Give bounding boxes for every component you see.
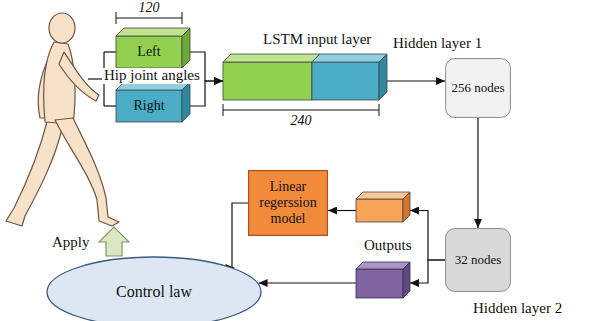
dimension-label: 120 bbox=[139, 1, 160, 16]
layer-box: LSTM input layer bbox=[223, 54, 387, 100]
connector-arrow bbox=[477, 118, 478, 228]
node-content bbox=[223, 62, 379, 100]
connector-arrow bbox=[410, 211, 445, 261]
connector-arrow bbox=[232, 203, 248, 268]
front-arm bbox=[59, 52, 99, 101]
node-content: Control law bbox=[46, 256, 262, 321]
process-box: Linear regerssion model bbox=[248, 170, 328, 236]
dimension-label: 240 bbox=[291, 114, 312, 129]
node-text: 256 nodes bbox=[451, 81, 504, 96]
layer-box: 32 nodesHidden layer 2 bbox=[445, 228, 511, 292]
connector-arrow bbox=[328, 210, 356, 211]
signal-label: Hip joint angles bbox=[102, 68, 202, 84]
node-content: Left bbox=[116, 36, 182, 68]
layer-box: 256 nodesHidden layer 1 bbox=[445, 58, 511, 118]
control-ellipse: Control law bbox=[46, 256, 262, 321]
output-box-outline bbox=[356, 192, 410, 222]
torso bbox=[44, 42, 75, 124]
node-text: Right bbox=[133, 98, 164, 114]
walking-person bbox=[6, 13, 119, 226]
node-content bbox=[356, 199, 403, 222]
action-label: Apply bbox=[52, 235, 90, 251]
node-text: 32 nodes bbox=[455, 253, 502, 268]
connector-arrow bbox=[190, 81, 223, 106]
layer-heading: Hidden layer 1 bbox=[393, 35, 482, 52]
head bbox=[49, 13, 75, 43]
output-box: Outputs bbox=[356, 192, 410, 222]
layer-heading: Outputs bbox=[364, 237, 412, 254]
back-leg bbox=[6, 118, 63, 226]
node-content: Linear regerssion model bbox=[248, 170, 328, 236]
node-content: 256 nodes bbox=[445, 58, 511, 118]
arrow-head bbox=[410, 279, 419, 287]
node-text: Left bbox=[137, 44, 160, 60]
input-box: Right bbox=[116, 82, 190, 122]
node-content: 32 nodes bbox=[445, 228, 511, 292]
node-text: Control law bbox=[116, 283, 192, 301]
signal-line bbox=[104, 51, 116, 52]
front-leg bbox=[55, 118, 119, 226]
apply-arrow bbox=[99, 227, 129, 256]
layer-heading: LSTM input layer bbox=[263, 31, 371, 48]
connector-arrow bbox=[259, 260, 445, 283]
layer-heading: Hidden layer 2 bbox=[473, 300, 562, 317]
node-content: Right bbox=[116, 90, 182, 122]
signal-line bbox=[104, 105, 116, 106]
input-box: Left bbox=[116, 28, 190, 68]
connector-arrow bbox=[387, 80, 445, 81]
node-text: Linear regerssion model bbox=[253, 179, 323, 227]
layer-box-outline bbox=[223, 54, 387, 100]
output-box bbox=[356, 262, 410, 298]
